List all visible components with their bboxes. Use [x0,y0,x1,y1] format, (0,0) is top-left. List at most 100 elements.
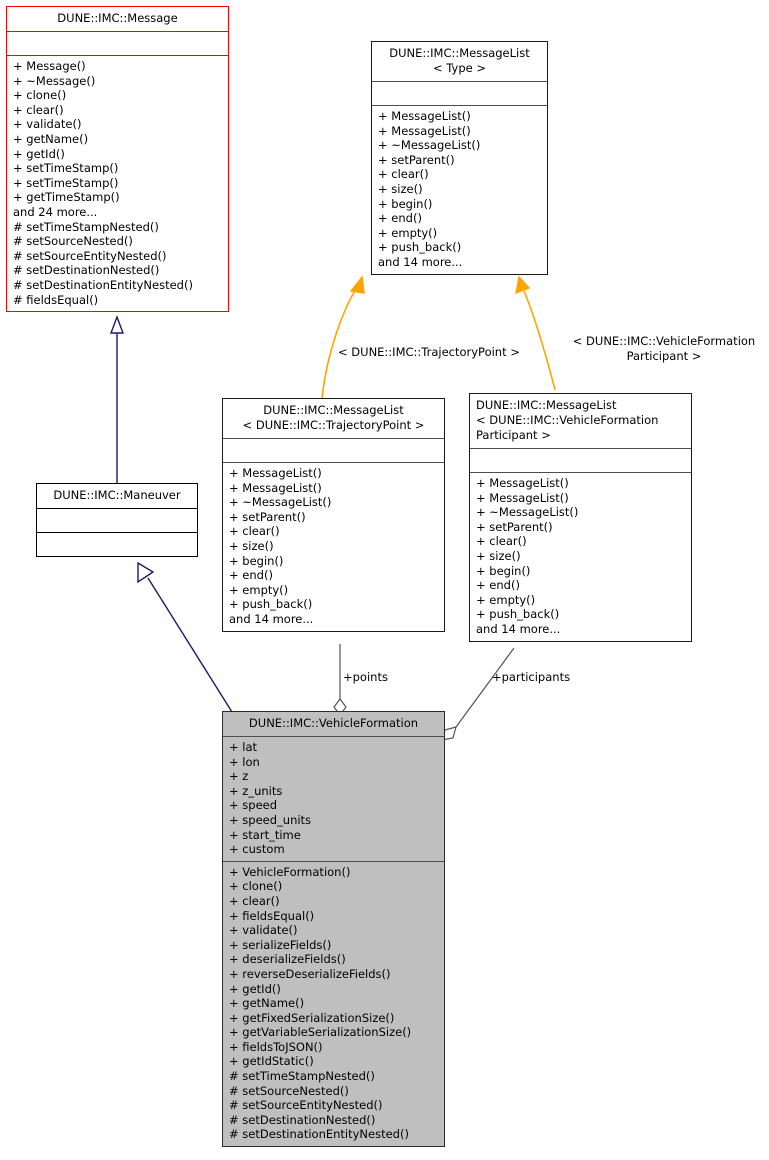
class-title-messagelist-type: DUNE::IMC::MessageList < Type > [389,46,530,75]
member: + MessageList() [229,466,322,480]
member: + size() [476,548,521,563]
member: # setSourceNested() [229,1083,349,1098]
divider [7,31,228,32]
member-more: and 14 more... [378,254,463,269]
member: + MessageList() [476,490,569,505]
member: + clear() [229,524,280,539]
member: # setTimeStampNested() [13,219,159,234]
class-operations-messagelist-trajectorypoint: + MessageList() + MessageList() + ~Messa… [223,463,444,631]
edge-binding-vfparticipant [515,275,556,391]
member: + speed_units [229,812,312,827]
member: + begin() [378,196,433,211]
edge-label-binding-vfparticipant: < DUNE::IMC::VehicleFormation Participan… [572,334,756,363]
class-title-messagelist-trajectorypoint: DUNE::IMC::MessageList < DUNE::IMC::Traj… [242,403,425,432]
member: + clear() [476,534,527,549]
edge-binding-trajectorypoint [321,275,365,399]
member: + getName() [13,131,89,146]
member: + start_time [229,827,301,842]
edge-vehicleformation-inherits-maneuver [137,561,233,713]
class-operations-maneuver [37,533,197,556]
member: + deserializeFields() [229,952,346,967]
class-box-message[interactable]: DUNE::IMC::Message + Message() + ~Messag… [6,6,229,313]
member: + setParent() [476,519,553,534]
class-box-messagelist-vfparticipant[interactable]: DUNE::IMC::MessageList < DUNE::IMC::Vehi… [469,393,692,642]
member: # setSourceNested() [13,234,133,249]
edge-association-participants [441,647,515,741]
member: + z_units [229,783,283,798]
member: # setDestinationEntityNested() [229,1127,409,1142]
edge-label-assoc-points: +points [343,670,388,684]
member: # setSourceEntityNested() [13,248,167,263]
member: # setSourceEntityNested() [229,1098,383,1113]
class-attributes-vehicleformation: + lat + lon + z + z_units + speed + spee… [223,737,444,861]
edge-label-assoc-participants: +participants [492,670,571,684]
member: + clone() [13,88,67,103]
member: + empty() [476,592,536,607]
member: # setTimeStampNested() [229,1069,375,1084]
divider [372,105,547,106]
member: + begin() [229,553,284,568]
member: + validate() [13,117,82,132]
class-title-maneuver: DUNE::IMC::Maneuver [53,488,181,502]
member: # fieldsEqual() [13,292,99,307]
member: + clear() [378,167,429,182]
class-title-messagelist-vfparticipant: DUNE::IMC::MessageList < DUNE::IMC::Vehi… [476,398,659,442]
class-operations-messagelist-vfparticipant: + MessageList() + MessageList() + ~Messa… [470,473,691,641]
member: # setDestinationNested() [13,263,160,278]
member: + ~MessageList() [229,495,332,510]
member: + size() [378,181,423,196]
member: + lat [229,740,258,754]
member: + serializeFields() [229,937,332,952]
member-more: and 14 more... [476,621,561,636]
divider [7,55,228,56]
class-title-message: DUNE::IMC::Message [57,11,178,25]
edge-label-binding-trajectorypoint: < DUNE::IMC::TrajectoryPoint > [338,345,520,359]
member: + getId() [13,146,65,161]
member: + ~MessageList() [378,138,481,153]
member: + clone() [229,879,283,894]
class-box-messagelist-trajectorypoint[interactable]: DUNE::IMC::MessageList < DUNE::IMC::Traj… [222,398,445,632]
member: + Message() [13,59,86,73]
member: + ~Message() [13,73,96,88]
member: # setDestinationEntityNested() [13,277,193,292]
member: + z [229,769,249,784]
class-attributes-maneuver [37,509,197,532]
member: + ~MessageList() [476,505,579,520]
member: + MessageList() [378,109,471,123]
member: + size() [229,538,274,553]
divider [37,532,197,533]
member: + custom [229,842,285,857]
member: # setDestinationNested() [229,1112,376,1127]
divider [470,448,691,449]
member: + push_back() [229,597,313,612]
member: + begin() [476,563,531,578]
divider [223,736,444,737]
member: + empty() [378,225,438,240]
member: + clear() [229,893,280,908]
class-attributes-messagelist-trajectorypoint [223,439,444,462]
class-box-vehicleformation[interactable]: DUNE::IMC::VehicleFormation + lat + lon … [222,711,445,1148]
member: + speed [229,798,278,813]
divider [223,462,444,463]
member-more: and 24 more... [13,204,98,219]
class-title-vehicleformation: DUNE::IMC::VehicleFormation [248,716,419,730]
member: + MessageList() [378,123,471,138]
member: + fieldsToJSON() [229,1039,323,1054]
member: + VehicleFormation() [229,864,351,879]
member: + clear() [13,102,64,117]
member: + getId() [229,981,281,996]
member: + validate() [229,923,298,938]
class-box-maneuver[interactable]: DUNE::IMC::Maneuver [36,483,198,557]
member: + end() [476,578,520,593]
class-operations-vehicleformation: + VehicleFormation() + clone() + clear()… [223,862,444,1146]
class-box-messagelist-type[interactable]: DUNE::IMC::MessageList < Type > + Messag… [371,41,548,275]
member: + getTimeStamp() [13,190,120,205]
member: + setParent() [378,152,455,167]
member: + push_back() [378,240,462,255]
member: + getVariableSerializationSize() [229,1025,412,1040]
member: + MessageList() [229,480,322,495]
divider [470,472,691,473]
class-operations-message: + Message() + ~Message() + clone() + cle… [7,56,228,311]
member-more: and 14 more... [229,611,314,626]
class-attributes-messagelist-vfparticipant [470,449,691,472]
